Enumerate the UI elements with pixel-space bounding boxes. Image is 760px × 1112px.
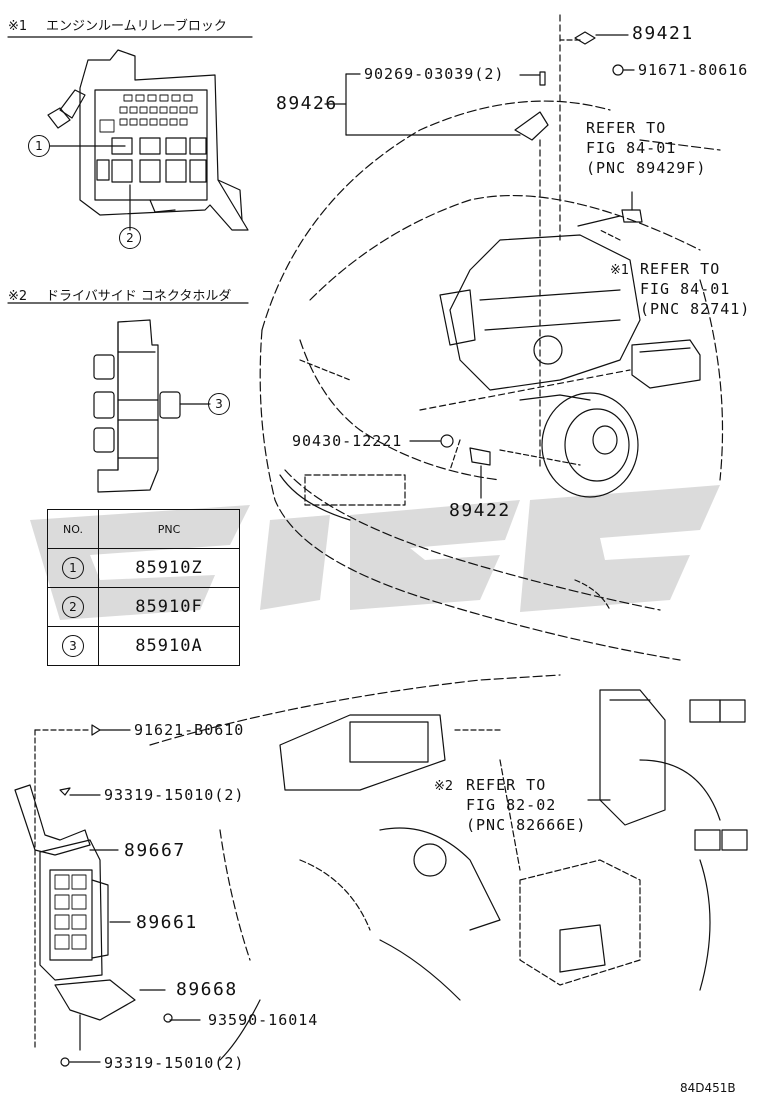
part-label-93319-bottom: 93319-15010(2)	[104, 1054, 245, 1072]
relay-block-title: エンジンルームリレーブロック	[46, 19, 227, 34]
row-pnc: 85910A	[98, 626, 240, 666]
row-pnc: 85910F	[98, 587, 240, 627]
dashboard-drawing	[149, 674, 748, 1061]
refer-1-line-1: REFER TO	[586, 119, 667, 137]
refer-1-line-2: FIG 84-01	[586, 139, 677, 157]
part-label-89668: 89668	[176, 979, 238, 1000]
row-no: 2	[62, 596, 84, 618]
refer-3-line-1: REFER TO	[466, 776, 547, 794]
refer-3-mark: ※2	[434, 779, 454, 794]
part-label-90430: 90430-12221	[292, 432, 403, 450]
refer-1-line-3: (PNC 89429F)	[586, 159, 707, 177]
part-label-89426: 89426	[276, 93, 338, 114]
table-row: 3 85910A	[47, 626, 240, 666]
part-label-89421: 89421	[632, 23, 694, 44]
callout-3: 3	[208, 393, 230, 415]
refer-2-mark: ※1	[610, 263, 630, 278]
pnc-table: NO. PNC 1 85910Z 2 85910F 3 85910A	[47, 509, 240, 666]
refer-2-line-2: FIG 84-01	[640, 280, 731, 298]
refer-2-line-1: REFER TO	[640, 260, 721, 278]
part-label-91621: 91621-B0610	[134, 721, 245, 739]
connector-holder-mark: ※2	[8, 289, 28, 304]
callout-1: 1	[28, 135, 50, 157]
connector-holder-drawing	[93, 319, 211, 493]
part-label-93319-top: 93319-15010(2)	[104, 786, 245, 804]
row-no: 3	[62, 635, 84, 657]
relay-block-drawing	[47, 49, 249, 231]
header-pnc: PNC	[98, 509, 240, 549]
part-label-93590: 93590-16014	[208, 1011, 319, 1029]
row-pnc: 85910Z	[98, 548, 240, 588]
row-no: 1	[62, 557, 84, 579]
connector-holder-title: ドライバサイド コネクタホルダ	[46, 289, 232, 304]
part-label-89667: 89667	[124, 840, 186, 861]
refer-3-line-2: FIG 82-02	[466, 796, 557, 814]
ecu-drawing	[14, 724, 201, 1067]
pnc-table-header: NO. PNC	[47, 509, 240, 549]
table-row: 1 85910Z	[47, 548, 240, 588]
part-label-91671: 91671-80616	[638, 61, 749, 79]
refer-3-line-3: (PNC 82666E)	[466, 816, 587, 834]
diagram-code: 84D451B	[680, 1081, 736, 1095]
relay-block-mark: ※1	[8, 19, 28, 34]
callout-2: 2	[119, 227, 141, 249]
part-label-90269: 90269-03039(2)	[364, 65, 505, 83]
part-label-89661: 89661	[136, 912, 198, 933]
header-no: NO.	[47, 509, 99, 549]
part-label-89422: 89422	[449, 500, 511, 521]
table-row: 2 85910F	[47, 587, 240, 627]
refer-2-line-3: (PNC 82741)	[640, 300, 751, 318]
